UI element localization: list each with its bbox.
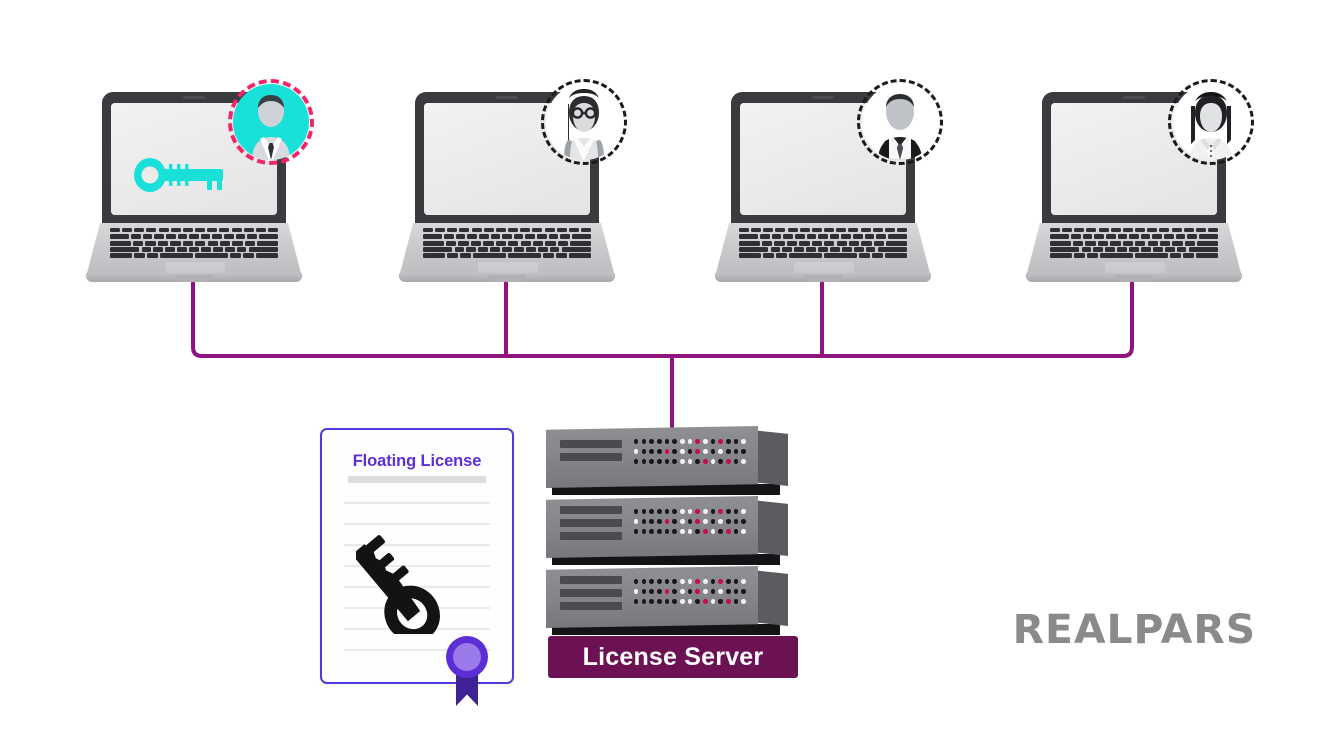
seal-rosette (446, 636, 488, 678)
laptop-latch-notch (1115, 275, 1153, 282)
rack-unit-led-panel (634, 579, 746, 610)
network-bus-lines (191, 280, 1134, 430)
laptop-base (715, 223, 931, 285)
license-text-line (344, 544, 490, 546)
laptop-keyboard[interactable] (1049, 228, 1219, 258)
rack-unit-shadow (552, 554, 780, 565)
realpars-logo: REALPARS (1012, 607, 1257, 653)
license-server-label: License Server (548, 636, 798, 678)
rack-unit-2[interactable] (546, 496, 794, 565)
laptop-keyboard[interactable] (422, 228, 592, 258)
laptop-keyboard[interactable] (738, 228, 908, 258)
award-seal-ribbon-icon (446, 636, 488, 712)
avatar-ring (857, 79, 943, 165)
workstation-2-avatar[interactable] (541, 79, 627, 165)
rack-unit-shadow (552, 624, 780, 635)
rack-unit-led-panel (634, 509, 746, 540)
workstation-1-avatar[interactable] (228, 79, 314, 165)
license-text-line (344, 502, 490, 504)
key-icon (356, 535, 440, 634)
rack-unit-drive-bays (560, 576, 622, 615)
laptop-latch-notch (804, 275, 842, 282)
laptop-latch-notch (488, 275, 526, 282)
avatar-ring (1168, 79, 1254, 165)
laptop-base (399, 223, 615, 285)
rack-unit-side-cap (752, 500, 788, 556)
key-icon (134, 158, 223, 192)
laptop-latch-notch (175, 275, 213, 282)
rack-unit-drive-bays (560, 506, 622, 545)
license-text-line (344, 565, 490, 567)
license-text-line (344, 523, 490, 525)
rack-unit-side-cap (752, 430, 788, 486)
rack-unit-1[interactable] (546, 426, 794, 495)
license-title: Floating License (352, 452, 482, 470)
rack-unit-3[interactable] (546, 566, 794, 635)
rack-unit-drive-bays (560, 440, 622, 466)
laptop-base (1026, 223, 1242, 285)
license-subtitle-bar (348, 476, 486, 483)
server-rack-icon[interactable] (546, 426, 794, 635)
laptop-keyboard[interactable] (109, 228, 279, 258)
laptop-base (86, 223, 302, 285)
floating-license-document[interactable]: Floating License (320, 428, 514, 684)
workstation-4-avatar[interactable] (1168, 79, 1254, 165)
license-text-line (344, 649, 490, 651)
rack-unit-shadow (552, 484, 780, 495)
seal-rosette-center (453, 643, 481, 671)
rack-unit-side-cap (752, 570, 788, 626)
workstation-3-avatar[interactable] (857, 79, 943, 165)
rack-unit-led-panel (634, 439, 746, 470)
avatar-ring (541, 79, 627, 165)
avatar-active-ring (228, 79, 314, 165)
